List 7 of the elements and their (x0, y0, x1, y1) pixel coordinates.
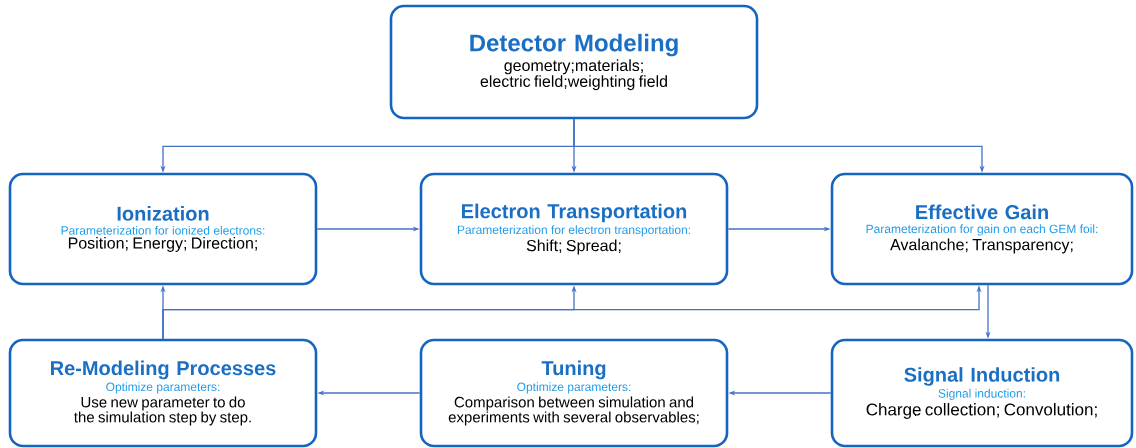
process-box: Ionization Parameterization for ionized electrons: Position; Energy; Direction; (8, 172, 318, 286)
process-box: Signal Induction Signal induction: Charge collection; Convolution; (830, 338, 1134, 448)
process-box: Detector Modeling geometry;materials; electric field;weighting field (389, 4, 759, 120)
process-box: Electron Transportation Parameterization for electron transportation: Shift; Spread; (419, 172, 729, 286)
process-box: Re-Modeling Processes Optimize parameters: Use new parameter to do the simulation step by step. (8, 338, 318, 448)
process-box: Effective Gain Parameterization for gain on each GEM foil: Avalanche; Transparency; (830, 172, 1134, 286)
process-box: Tuning Optimize parameters: Comparison between simulation and experiments with several observables; (419, 338, 729, 448)
